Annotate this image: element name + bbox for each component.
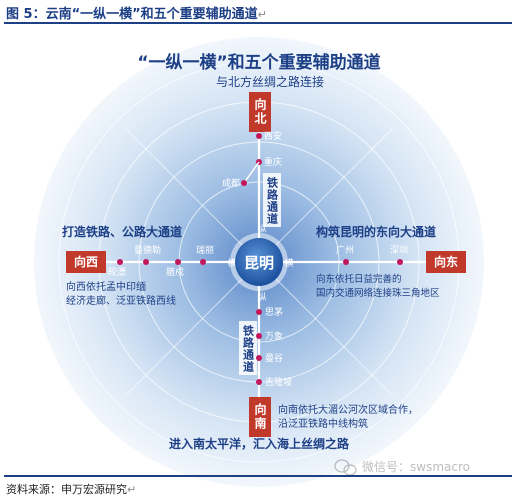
south-rail-label: 铁路通道 [242, 324, 255, 373]
node-mandalay [143, 259, 149, 265]
main-title: “一纵一横”和五个重要辅助通道 [137, 52, 380, 73]
direction-north-label: 向北 [253, 97, 267, 126]
east-desc-line-1: 向东依托日益完善的 [316, 273, 402, 285]
figure-title-text: 图 5：云南“一纵一横”和五个重要辅助通道 [6, 7, 258, 22]
node-chengdu [241, 180, 247, 186]
top-rule [4, 22, 512, 24]
subtitle: 与北方丝绸之路连接 [216, 74, 324, 89]
north-branch: 西安 重庆 成都 铁路通道 纵 [222, 130, 282, 235]
direction-south: 向南 [249, 397, 271, 437]
city-kyaukphyu: 皎漂 [108, 266, 126, 278]
watermark-text: 微信号：swsmacro [362, 460, 470, 474]
node-simao [256, 309, 262, 315]
bottom-rule [4, 475, 512, 477]
city-shenzhen: 深圳 [390, 245, 408, 256]
city-mandalay: 曼德勒 [134, 244, 161, 256]
node-kyaukphyu [117, 259, 123, 265]
city-chongqing: 重庆 [264, 156, 282, 168]
east-branch: 构筑昆明的东向大通道 横 广州 深圳 向东依托日益完善的 国内交通网络连接珠三角… [284, 224, 440, 299]
city-bangkok: 曼谷 [265, 353, 283, 364]
north-rail-label: 铁路通道 [266, 176, 279, 225]
node-kualalumpur [256, 379, 262, 385]
paragraph-mark: ↵ [257, 8, 267, 21]
center-hub: 昆明 [230, 233, 288, 291]
bottom-text: 进入南太平洋，汇入海上丝绸之路 [169, 436, 350, 451]
west-desc-line-1: 向西依托孟中印缅 [66, 280, 146, 293]
source-note: 资料来源：申万宏源研究↵ [6, 481, 136, 497]
paragraph-mark-bottom: ↵ [127, 483, 137, 496]
direction-east: 向东 [426, 251, 466, 273]
city-ruili: 瑞丽 [196, 244, 214, 256]
south-desc-line-1: 向南依托大湄公河次区域合作， [278, 403, 418, 416]
south-desc-line-2: 沿泛亚铁路中线构筑 [278, 417, 368, 430]
city-vientiane: 万象 [265, 330, 283, 342]
node-vientiane [256, 333, 262, 339]
vertical-axis-label-top: 纵 [257, 224, 266, 235]
direction-north: 向北 [249, 92, 271, 132]
node-ruili [200, 259, 206, 265]
source-text: 资料来源：申万宏源研究 [6, 483, 127, 496]
figure-title: 图 5：云南“一纵一横”和五个重要辅助通道↵ [6, 3, 267, 22]
node-bangkok [256, 355, 262, 361]
direction-west-label: 向西 [74, 254, 98, 269]
south-branch: 纵 铁路通道 思茅 万象 曼谷 吉隆坡 [239, 292, 292, 388]
direction-west: 向西 [66, 251, 106, 273]
city-simao: 思茅 [265, 307, 283, 318]
direction-south-label: 向南 [253, 402, 267, 431]
direction-east-label: 向东 [434, 254, 458, 269]
city-chengdu: 成都 [222, 177, 240, 189]
city-guangzhou: 广州 [336, 244, 354, 256]
node-guangzhou [343, 259, 349, 265]
branch-chengdu [243, 161, 260, 184]
horizontal-axis-label-right: 横 [284, 257, 293, 269]
west-title: 打造铁路、公路大通道 [62, 224, 182, 239]
node-xian [256, 133, 262, 139]
city-xian: 西安 [264, 130, 282, 142]
node-lashio [175, 259, 181, 265]
city-lashio: 腊戍 [166, 266, 184, 278]
center-label: 昆明 [244, 254, 274, 272]
west-desc-line-2: 经济走廊、泛亚铁路西线 [66, 294, 176, 307]
node-shenzhen [397, 259, 403, 265]
east-desc-line-2: 国内交通网络连接珠三角地区 [316, 287, 440, 299]
east-title: 构筑昆明的东向大通道 [316, 224, 436, 239]
city-kualalumpur: 吉隆坡 [265, 376, 292, 388]
vertical-axis-label-bottom: 纵 [257, 292, 266, 303]
